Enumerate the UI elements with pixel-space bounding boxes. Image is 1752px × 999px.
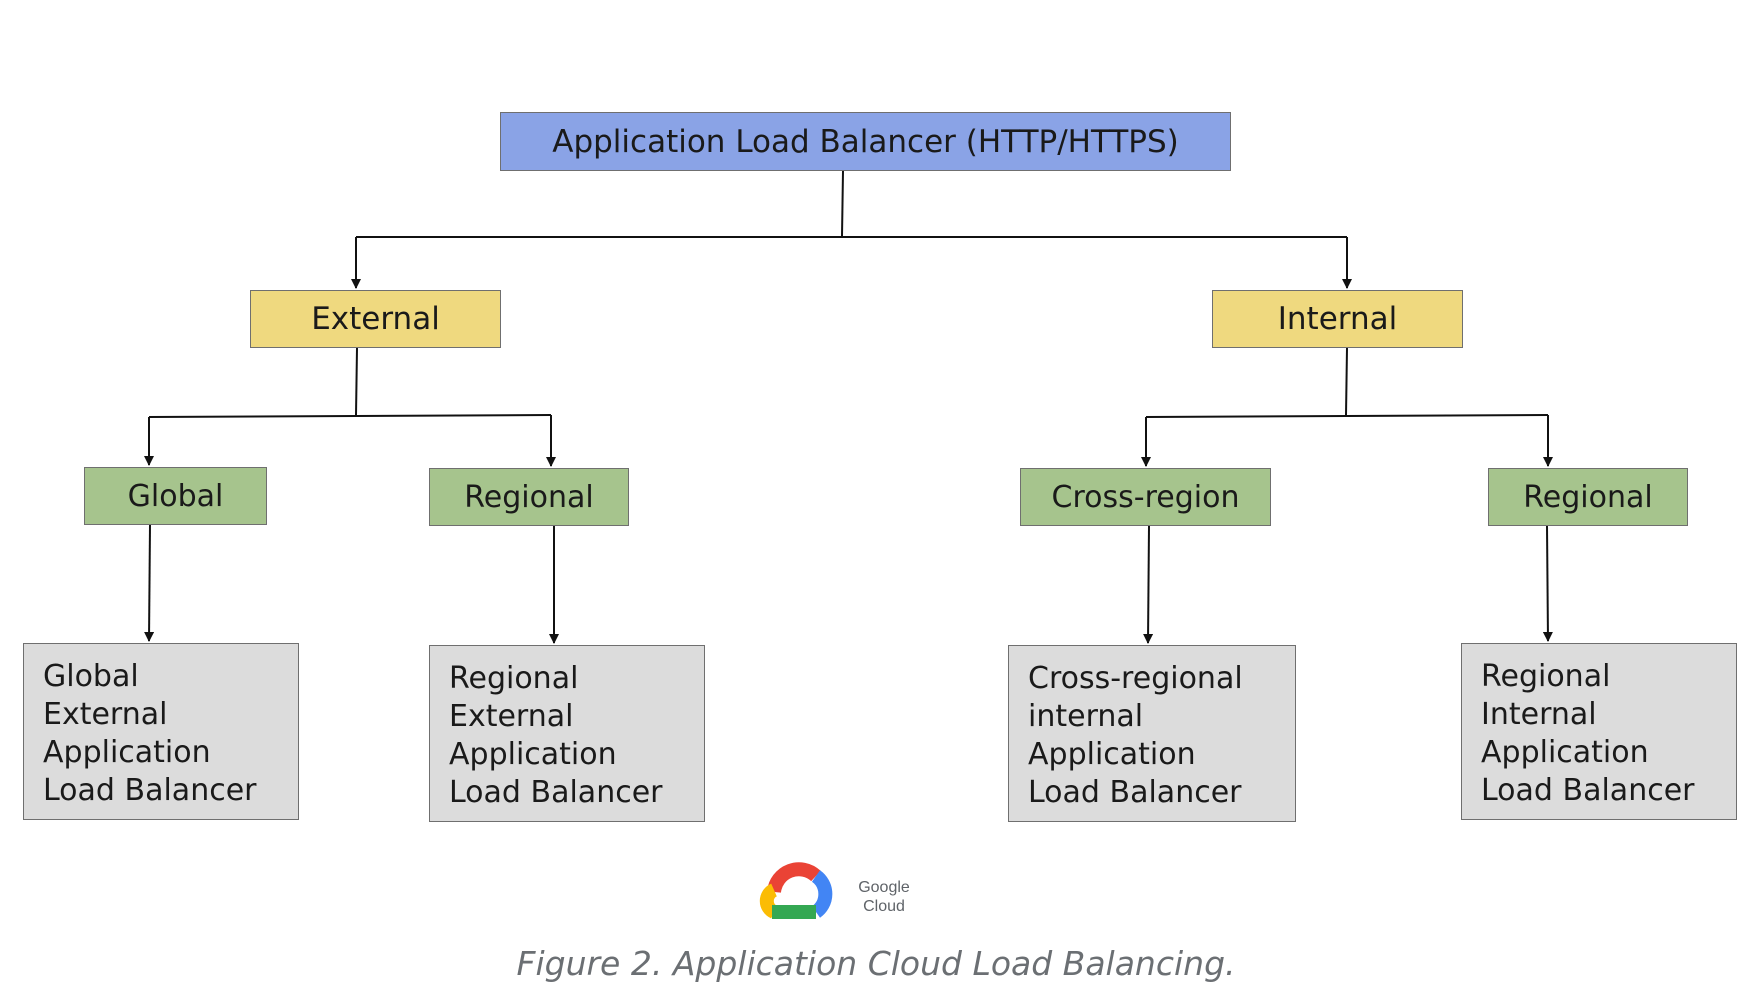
arrow-to-internal-regional-leaf xyxy=(1542,525,1553,642)
connector-internal-stem xyxy=(1345,347,1348,416)
arrow-to-global-leaf xyxy=(144,524,155,642)
connector-internal-bar xyxy=(1145,414,1549,418)
google-cloud-wordmark: Google Cloud xyxy=(858,879,910,915)
scope-node-internal-regional: Regional xyxy=(1488,468,1688,526)
leaf-node-regional-internal-alb: Regional Internal Application Load Balan… xyxy=(1461,643,1737,820)
scope-node-global: Global xyxy=(84,467,267,525)
connector-external-bar xyxy=(148,414,552,418)
connector-root-stem xyxy=(841,170,844,237)
logo-arc-yellow xyxy=(759,883,778,919)
root-node-application-load-balancer: Application Load Balancer (HTTP/HTTPS) xyxy=(500,112,1231,171)
logo-arc-red xyxy=(767,862,821,894)
figure-caption: Figure 2. Application Cloud Load Balanci… xyxy=(516,944,1236,983)
leaf-node-global-external-alb: Global External Application Load Balance… xyxy=(23,643,299,820)
google-cloud-logo: Google Cloud xyxy=(744,850,924,926)
scope-node-cross-region: Cross-region xyxy=(1020,468,1271,526)
logo-bar-green xyxy=(772,905,816,919)
branch-node-internal: Internal xyxy=(1212,290,1463,348)
arrow-to-cross-region-leaf xyxy=(1143,525,1154,644)
branch-node-external: External xyxy=(250,290,501,348)
leaf-node-cross-regional-internal-alb: Cross-regional internal Application Load… xyxy=(1008,645,1296,822)
google-cloud-icon xyxy=(759,862,833,919)
leaf-node-regional-external-alb: Regional External Application Load Balan… xyxy=(429,645,705,822)
logo-arc-blue xyxy=(811,870,833,918)
scope-node-external-regional: Regional xyxy=(429,468,629,526)
connector-external-stem xyxy=(355,347,358,416)
